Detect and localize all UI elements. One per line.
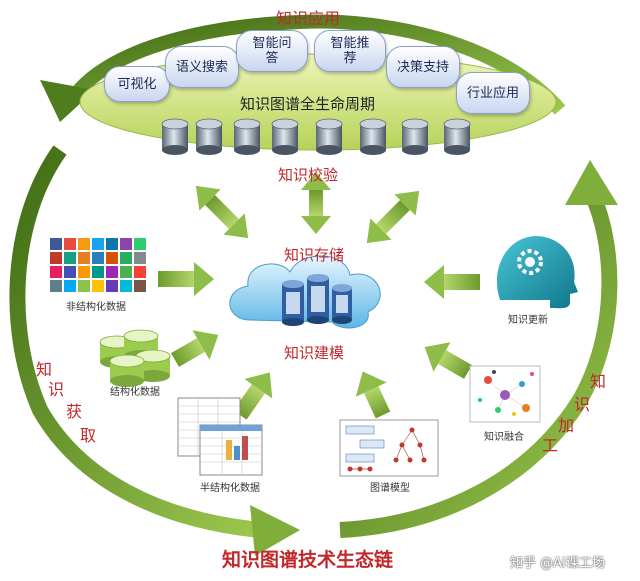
update-caption: 知识更新 [508,315,548,326]
process-char-4: 工 [542,436,558,456]
structured-data-caption: 结构化数据 [110,387,160,398]
database-row [161,118,471,155]
fusion-graph-thumbnail [469,365,541,423]
unstructured-data-caption: 非结构化数据 [66,302,126,313]
process-char-2: 识 [574,395,590,415]
process-char: 识 [574,395,591,414]
app-pill-visualization: 可视化 [104,66,170,102]
acquire-vertical-text-3: 获 [66,402,82,422]
storage-label: 知识存储 [284,246,345,264]
lifecycle-label: 知识图谱全生命周期 [240,95,376,113]
app-pill-industry: 行业应用 [456,72,530,114]
spreadsheet-thumbnails [177,397,263,476]
process-char: 加 [558,416,575,435]
validation-label: 知识校验 [278,166,339,184]
process-char-3: 加 [558,416,574,436]
app-pill-decision-support: 决策支持 [386,46,460,88]
acquire-vertical-text-4: 取 [80,426,96,446]
graph-model-caption: 图谱模型 [370,483,410,494]
app-pill-recommendation: 智能推 荐 [314,30,386,72]
modeling-label: 知识建模 [284,344,345,362]
acquire-char: 取 [80,426,97,445]
semi-structured-data-caption: 半结构化数据 [200,483,260,494]
knowledge-application-title: 知识应用 [276,9,341,28]
acquire-char: 知 [36,360,53,379]
graph-model-thumbnail [339,419,439,477]
fusion-caption: 知识融合 [484,432,524,443]
acquire-vertical-text-2: 识 [48,380,64,400]
cycle-arrows [9,14,618,556]
watermark: 知乎 @AI课工场 [510,556,605,571]
process-char: 工 [542,436,559,455]
app-pill-qa: 智能问 答 [236,30,308,72]
structured-data-cylinders [99,329,171,387]
center-cloud-storage [229,255,381,329]
social-icons-grid [50,238,146,292]
app-pill-semantic-search: 语义搜索 [165,46,239,88]
acquire-vertical-text: 知 [36,360,52,380]
acquire-char: 识 [48,380,65,399]
head-gear-icon [496,236,578,309]
acquire-char: 获 [66,402,83,421]
process-char: 知 [590,372,607,391]
flow-arrows [158,172,480,420]
ecosystem-title: 知识图谱技术生态链 [222,549,394,571]
process-char-1: 知 [590,372,606,392]
